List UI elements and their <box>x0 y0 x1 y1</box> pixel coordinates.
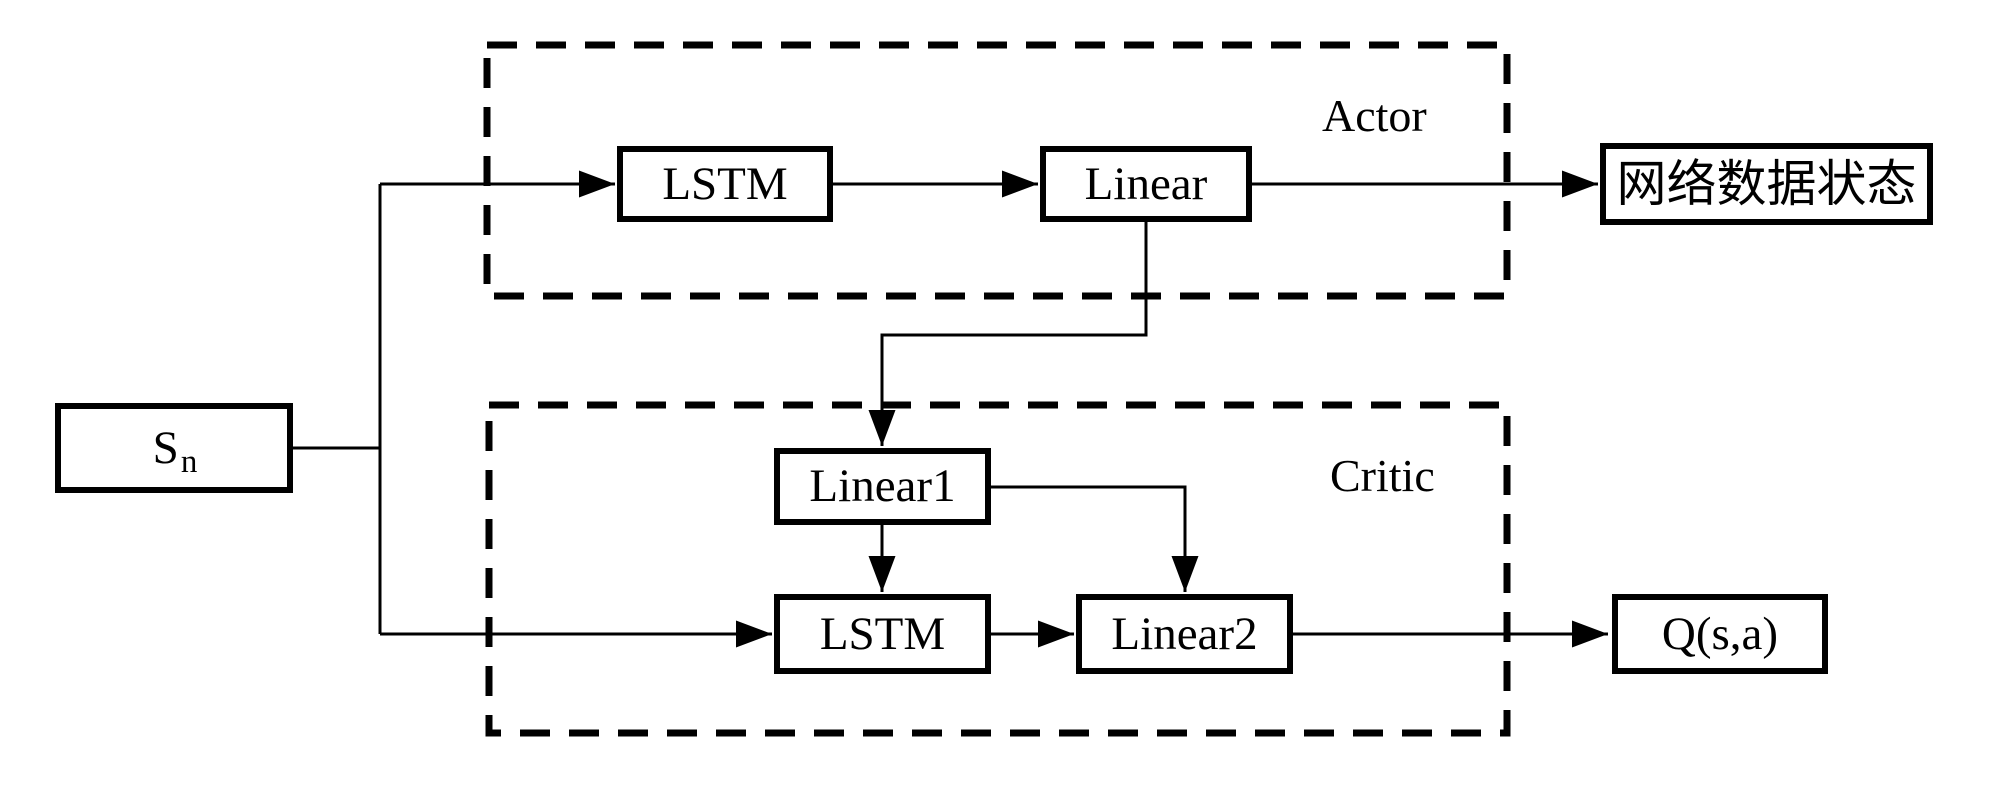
arrow-actor-linear-to-linear1 <box>868 222 1148 446</box>
node-actor-linear: Linear <box>1040 146 1252 222</box>
node-critic-linear2: Linear2 <box>1076 594 1293 674</box>
actor-lstm-label: LSTM <box>662 157 788 210</box>
state-input-subscript: n <box>180 443 198 480</box>
state-input-label: S <box>152 421 179 474</box>
actor-region-border <box>483 41 1511 300</box>
actor-region-label: Actor <box>1322 90 1427 141</box>
critic-region-border <box>485 401 1511 737</box>
critic-linear1-label: Linear1 <box>809 460 956 512</box>
node-q-value: Q(s,a) <box>1612 594 1828 674</box>
node-network-data-state: 网络数据状态 <box>1600 143 1933 225</box>
critic-region-label: Critic <box>1330 450 1435 501</box>
critic-linear2-label: Linear2 <box>1111 607 1258 660</box>
network-data-state-label: 网络数据状态 <box>1616 156 1917 212</box>
critic-lstm-label: LSTM <box>819 607 946 660</box>
q-value-label: Q(s,a) <box>1661 607 1779 660</box>
actor-linear-label: Linear <box>1084 157 1208 210</box>
node-critic-lstm: LSTM <box>774 594 991 674</box>
node-actor-lstm: LSTM <box>617 146 833 222</box>
arrow-linear1-to-linear2 <box>991 485 1199 592</box>
node-critic-linear1: Linear1 <box>774 448 991 525</box>
